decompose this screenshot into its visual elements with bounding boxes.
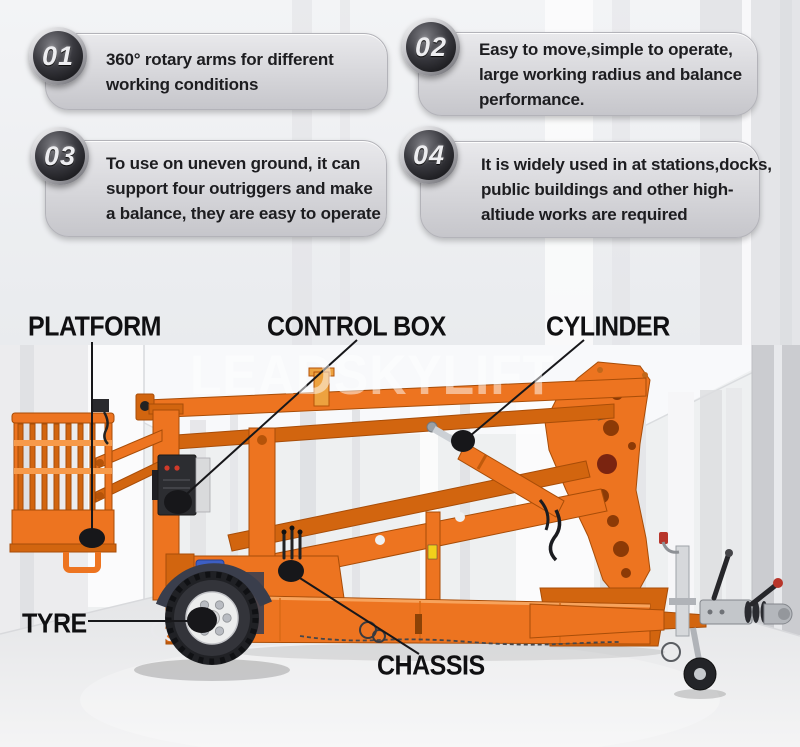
feature-callout-3: To use on uneven ground, it can support … [45, 140, 387, 237]
feature-text-line: large working radius and balance [479, 64, 742, 84]
feature-number-badge-3: 03 [31, 127, 89, 185]
ground-shadow [134, 643, 726, 699]
coupler-lever [749, 582, 779, 607]
feature-number: 04 [412, 139, 446, 170]
feature-text-line: It is widely used in at stations,docks, [481, 155, 772, 174]
feature-text-line: Easy to move,simple to operate, [479, 39, 733, 59]
cylinder-point-dot [451, 430, 475, 452]
part-label-control-box: CONTROL BOX [267, 311, 446, 343]
part-label-cylinder: CYLINDER [546, 311, 670, 343]
feature-text-line: altiude works are required [481, 205, 688, 224]
feature-text-line: working conditions [106, 74, 259, 94]
feature-number-badge-2: 02 [402, 18, 460, 76]
feature-number-badge-1: 01 [29, 27, 87, 85]
basket-step [63, 552, 101, 573]
feature-number: 02 [414, 31, 448, 62]
control-box-point-dot [164, 490, 192, 514]
feature-text-line: support four outriggers and make [106, 179, 373, 198]
feature-text-line: performance. [479, 89, 585, 109]
jockey-wheel-fork [690, 627, 702, 661]
cylinder-leader-line [463, 339, 585, 442]
feature-text-line: To use on uneven ground, it can [106, 154, 361, 173]
platform-point-dot [79, 528, 105, 548]
control-box-leader-line [178, 339, 358, 502]
chassis-point-dot [278, 560, 304, 582]
feature-number: 03 [43, 140, 77, 171]
part-label-tyre: TYRE [22, 608, 87, 640]
part-label-platform: PLATFORM [28, 311, 162, 343]
chassis-leader-line [291, 572, 420, 655]
feature-number-badge-4: 04 [400, 126, 458, 184]
brand-watermark: LEADSKYLIFT [190, 343, 556, 406]
part-label-chassis: CHASSIS [377, 650, 485, 682]
feature-callout-4: It is widely used in at stations,docks, … [420, 141, 772, 238]
feature-text-line: a balance, they are easy to operate [106, 204, 381, 223]
basket-lamp [92, 399, 109, 412]
tyre-point-dot [187, 607, 217, 633]
jack-stand [675, 545, 690, 637]
feature-text-line: public buildings and other high- [481, 180, 734, 199]
feature-callout-2: Easy to move,simple to operate, large wo… [418, 32, 758, 116]
tow-hitch [150, 532, 793, 691]
safety-cable [299, 635, 621, 646]
fender [155, 563, 272, 609]
feature-number: 01 [41, 40, 75, 71]
leader-lines [79, 339, 585, 655]
feature-text-line: 360° rotary arms for different [106, 49, 334, 69]
handbrake-lever [711, 553, 731, 601]
wheel-tyre [155, 563, 272, 665]
feature-callout-1: 360° rotary arms for different working c… [45, 33, 388, 110]
